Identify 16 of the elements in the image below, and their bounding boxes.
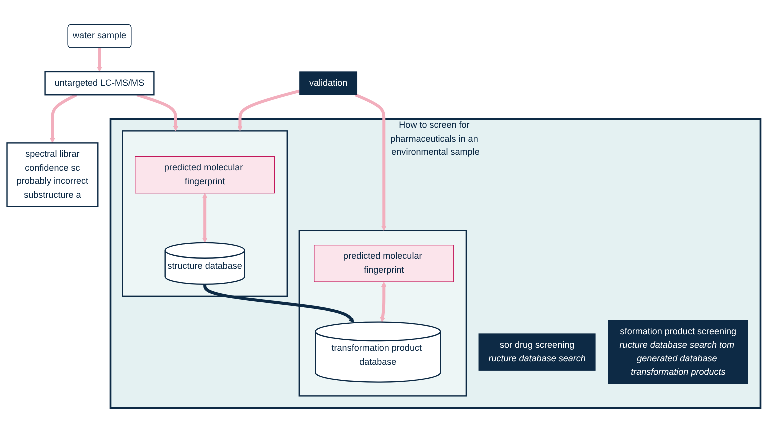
cluster — [122, 130, 288, 297]
node-box: predicted molecular fingerprint — [314, 244, 454, 282]
node-box: untargeted LC-MS/MS — [44, 70, 155, 96]
arrow — [380, 282, 387, 322]
arrow — [50, 93, 78, 143]
node-box: predicted molecular fingerprint — [135, 156, 276, 194]
node-box: sor drug screening ructure database search — [478, 333, 596, 370]
node-box: sformation product screening ructure database search tom generated database transformation products — [608, 320, 748, 384]
node-box: validation — [300, 71, 358, 95]
arrow — [136, 93, 179, 131]
arrow — [238, 89, 300, 131]
arrow — [202, 192, 208, 243]
node-box: spectral librar confidence sc probably incorrect substructure a — [6, 142, 99, 207]
arrow — [355, 93, 387, 231]
cluster — [298, 230, 468, 396]
arrow — [97, 48, 102, 72]
